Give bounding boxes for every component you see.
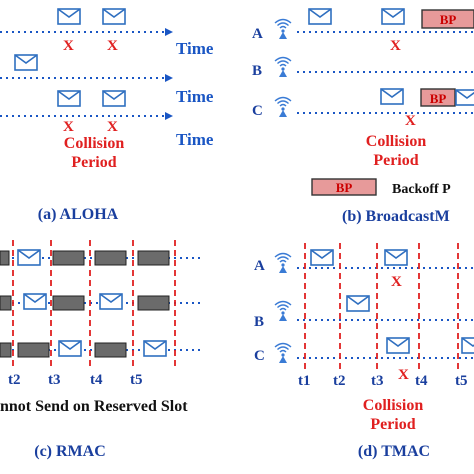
legend-backoff-label: BP [336, 180, 353, 195]
packet-envelope-icon [455, 89, 474, 106]
reserved-slot-block [0, 250, 10, 266]
legend-backoff-text: Backoff P [392, 182, 451, 197]
slot-label-t2: t2 [8, 372, 21, 388]
collision-period-label: Period [71, 154, 116, 171]
packet-envelope-icon [386, 337, 410, 354]
slot-label-t5: t5 [130, 372, 143, 388]
wifi-node-icon [274, 342, 292, 364]
packet-envelope-icon [58, 340, 82, 357]
collision-period-label: Collision [366, 133, 427, 150]
packet-envelope-icon [102, 90, 126, 107]
caption-tmac: (d) TMAC [358, 443, 430, 460]
panel-tmac: A B C X X t1 t2 t3 t4 t5 Collision Perio… [254, 243, 474, 460]
time-axis-label: Time [176, 130, 214, 149]
packet-envelope-icon [461, 337, 474, 354]
packet-envelope-icon [308, 8, 332, 25]
slot-label-t5: t5 [455, 373, 468, 389]
backoff-period-block [421, 9, 474, 29]
time-axis-label: Time [176, 39, 214, 58]
reserved-slot-block [94, 342, 127, 358]
slot-label-t4: t4 [90, 372, 103, 388]
node-label-a: A [254, 258, 265, 274]
reserved-slot-note: nnot Send on Reserved Slot [0, 398, 188, 415]
legend-backoff-swatch [311, 178, 377, 196]
node-label-c: C [254, 348, 265, 364]
node-label-c: C [252, 103, 263, 119]
wifi-node-icon [274, 96, 292, 118]
slot-label-t3: t3 [371, 373, 384, 389]
collision-period-label: Collision [363, 397, 424, 414]
backoff-period-block [420, 88, 456, 107]
packet-envelope-icon [99, 293, 123, 310]
packet-envelope-icon [17, 249, 41, 266]
packet-envelope-icon [310, 249, 334, 266]
reserved-slot-block [137, 250, 170, 266]
reserved-slot-block [94, 250, 127, 266]
slot-label-t1: t1 [298, 373, 311, 389]
slot-label-t2: t2 [333, 373, 346, 389]
collision-period-label: Period [373, 152, 418, 169]
packet-envelope-icon [57, 90, 81, 107]
wifi-node-icon [274, 252, 292, 274]
collision-mark: X [398, 367, 409, 383]
packet-envelope-icon [380, 88, 404, 105]
collision-mark: X [63, 38, 74, 54]
packet-envelope-icon [23, 293, 47, 310]
wifi-node-icon [274, 18, 292, 40]
packet-envelope-icon [346, 295, 370, 312]
reserved-slot-block [52, 295, 85, 311]
node-label-a: A [252, 26, 263, 42]
collision-mark: X [390, 38, 401, 54]
slot-label-t3: t3 [48, 372, 61, 388]
backoff-label: BP [440, 12, 457, 27]
packet-envelope-icon [384, 249, 408, 266]
collision-mark: X [107, 38, 118, 54]
reserved-slot-block [52, 250, 85, 266]
collision-period-label: Collision [64, 135, 125, 152]
collision-period-label: Period [370, 416, 415, 433]
packet-envelope-icon [143, 340, 167, 357]
node-label-b: B [252, 63, 262, 79]
collision-mark: X [107, 119, 118, 135]
collision-mark: X [63, 119, 74, 135]
wifi-node-icon [274, 56, 292, 78]
panel-aloha: Time Time Time X X X X Collision Period … [0, 8, 214, 223]
caption-rmac: (c) RMAC [34, 443, 106, 460]
panel-broadcast: A B C BP BP X X Collision Period BP Back… [252, 8, 474, 225]
packet-envelope-icon [102, 8, 126, 25]
reserved-slot-block [17, 342, 50, 358]
slot-label-t4: t4 [415, 373, 428, 389]
node-label-b: B [254, 314, 264, 330]
packet-envelope-icon [14, 54, 38, 71]
packet-envelope-icon [57, 8, 81, 25]
backoff-label: BP [430, 91, 447, 106]
reserved-slot-block [0, 295, 12, 311]
caption-broadcast: (b) BroadcastM [342, 208, 450, 225]
time-axis-label: Time [176, 87, 214, 106]
wifi-node-icon [274, 300, 292, 322]
panel-rmac: t2 t3 t4 t5 nnot Send on Reserved Slot (… [0, 240, 200, 460]
packet-envelope-icon [381, 8, 405, 25]
reserved-slot-block [137, 295, 170, 311]
collision-mark: X [405, 113, 416, 129]
collision-mark: X [391, 274, 402, 290]
reserved-slot-block [0, 342, 12, 358]
caption-aloha: (a) ALOHA [38, 206, 119, 223]
